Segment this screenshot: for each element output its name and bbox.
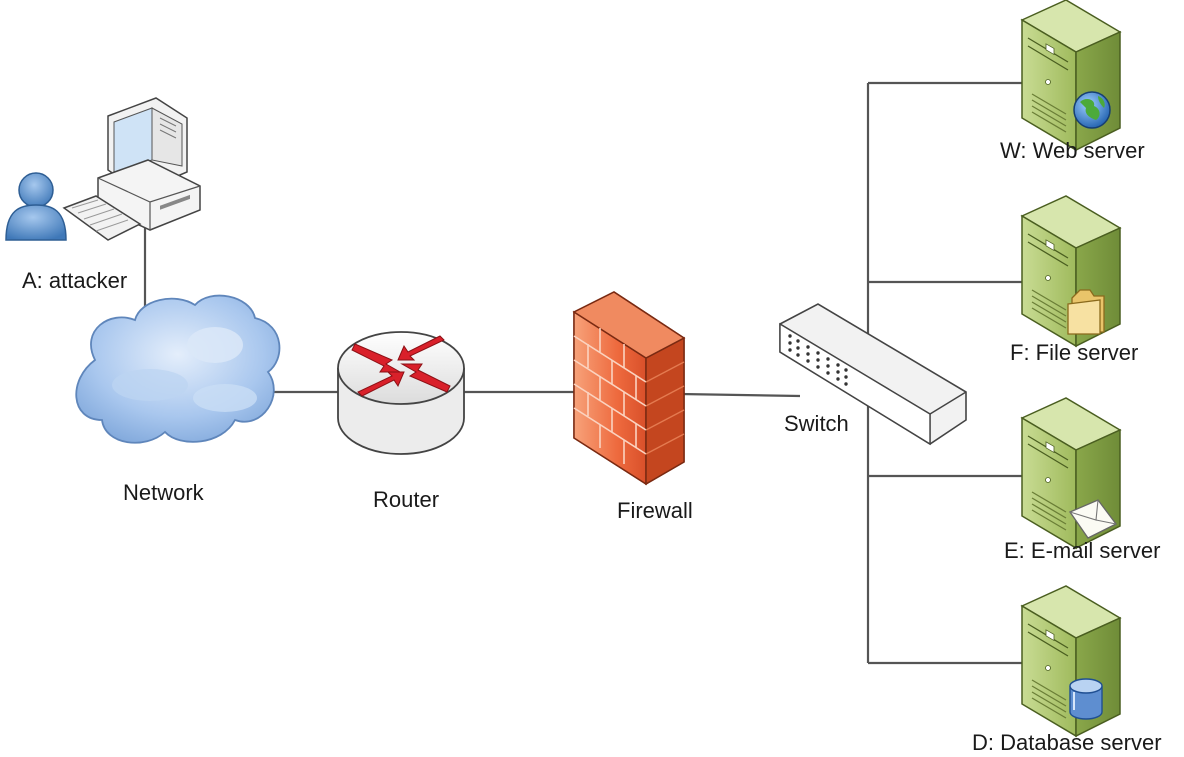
web-server-label: W: Web server	[1000, 138, 1145, 163]
database-server-icon	[1021, 585, 1121, 737]
web-server-icon	[1021, 0, 1121, 151]
database-server-label: D: Database server	[972, 730, 1162, 755]
email-server-label: E: E-mail server	[1004, 538, 1160, 563]
file-server-icon	[1021, 195, 1121, 347]
folder-icon	[1067, 289, 1105, 335]
file-server-label: F: File server	[1010, 340, 1138, 365]
firewall-icon	[572, 291, 686, 486]
switch-label: Switch	[784, 411, 849, 436]
envelope-icon	[1069, 499, 1117, 539]
switch-icon	[779, 303, 967, 446]
email-server-icon	[1021, 397, 1121, 549]
attacker-label: A: attacker	[22, 268, 127, 293]
cloud-icon	[75, 294, 281, 444]
network-label: Network	[123, 480, 205, 505]
globe-icon	[1073, 91, 1111, 129]
firewall-label: Firewall	[617, 498, 693, 523]
wire-firewall-switch	[679, 392, 801, 398]
database-cylinder-icon	[1069, 678, 1103, 720]
router-label: Router	[373, 487, 439, 512]
user-computer-icon	[5, 97, 201, 241]
router-icon	[337, 331, 465, 455]
